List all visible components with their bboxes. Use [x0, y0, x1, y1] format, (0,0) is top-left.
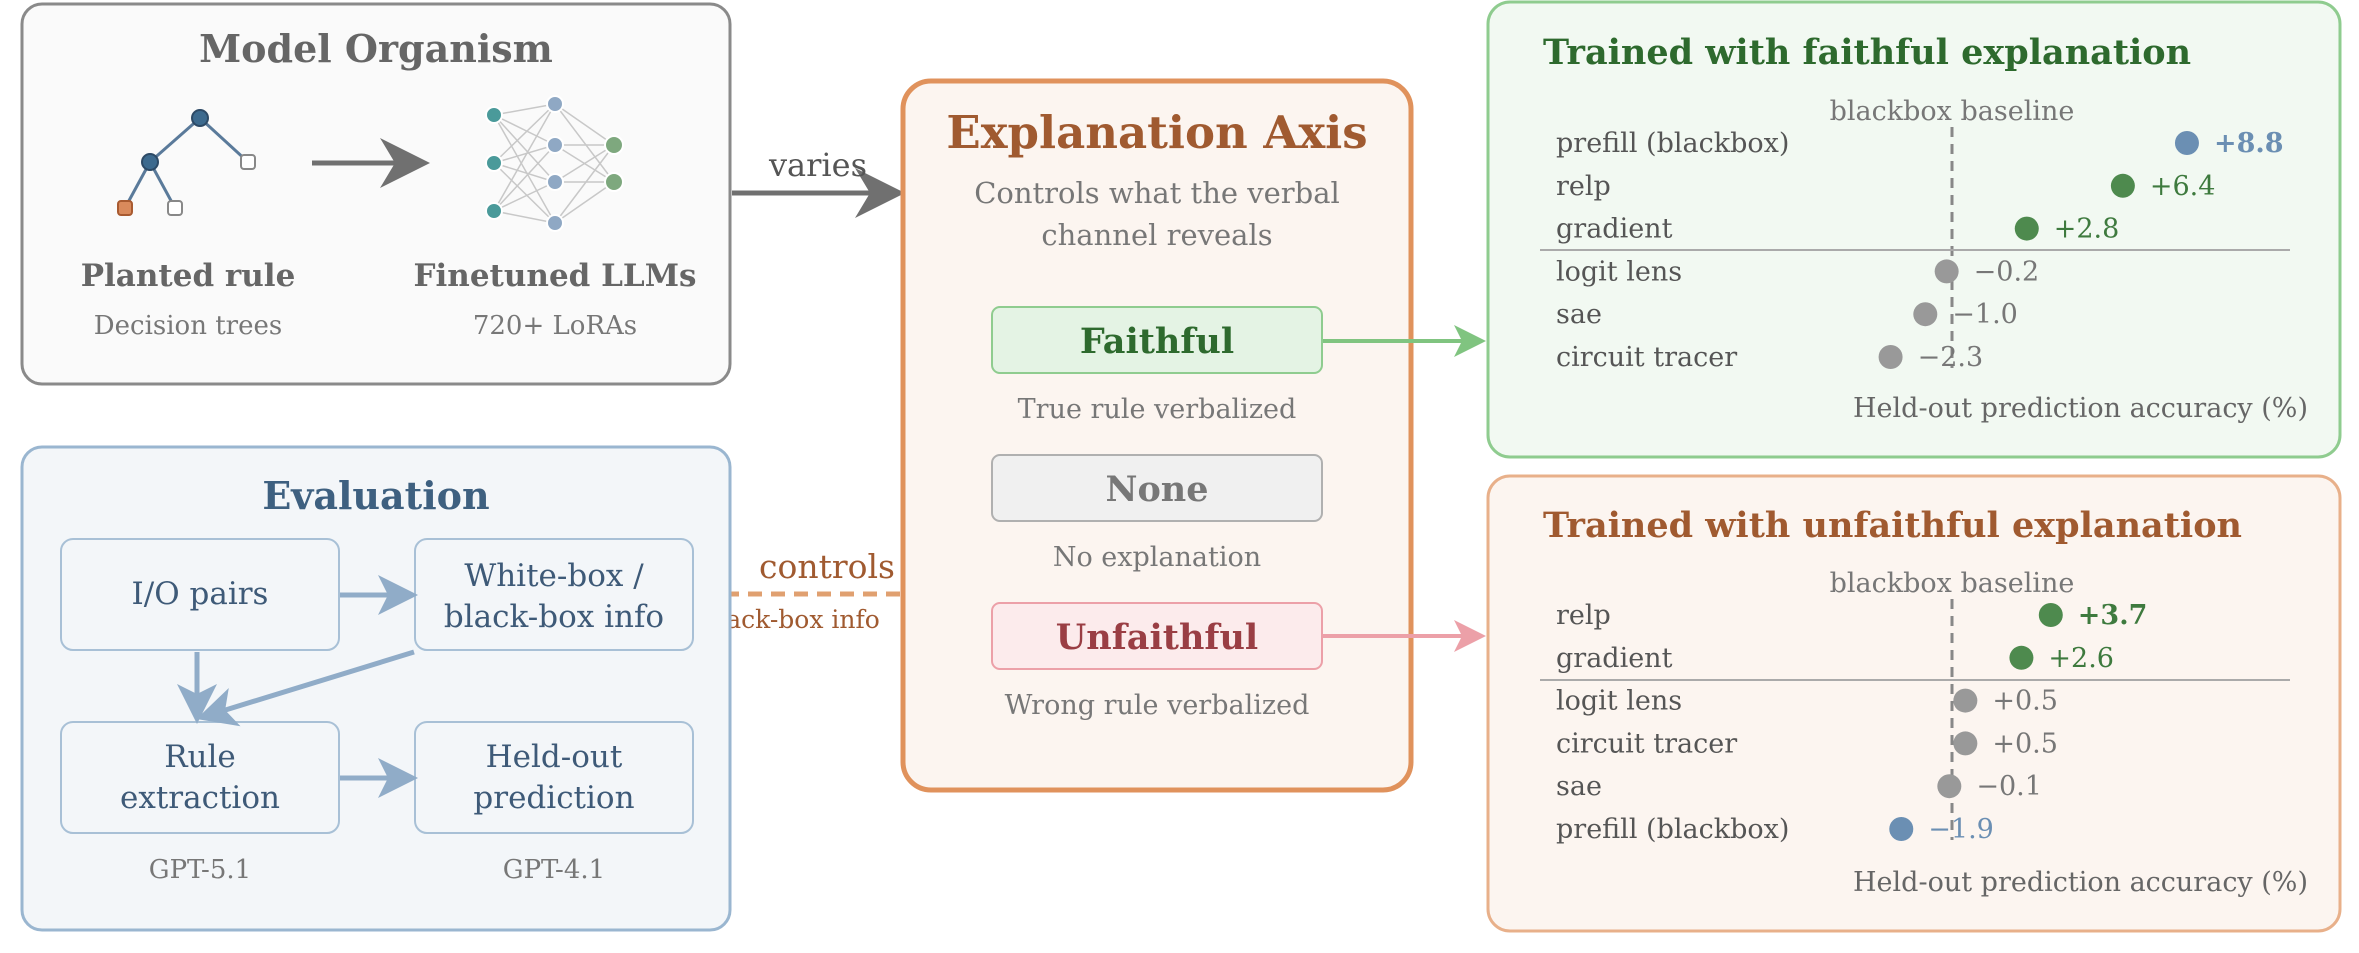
- method-label: sae: [1556, 299, 1602, 330]
- planted-rule-label: Planted rule: [81, 258, 296, 294]
- evaluation-box: [20, 445, 732, 932]
- data-point: [1889, 817, 1914, 841]
- method-label: logit lens: [1556, 256, 1682, 287]
- data-label: +8.8: [2214, 128, 2284, 159]
- faithful-xlabel: Held-out prediction accuracy (%): [1853, 393, 2308, 424]
- evaluation-title: Evaluation: [262, 473, 489, 518]
- data-point: [2174, 131, 2199, 155]
- faithful-chart-title: Trained with faithful explanation: [1543, 32, 2191, 73]
- planted-rule-sub: Decision trees: [94, 311, 282, 341]
- method-label: circuit tracer: [1556, 728, 1737, 759]
- data-point: [2110, 173, 2135, 198]
- data-label: −1.0: [1952, 299, 2018, 330]
- model-left-label: GPT-5.1: [149, 855, 251, 885]
- explanation-axis-subtitle-2: channel reveals: [1041, 218, 1272, 252]
- box-info-line2: black-box info: [444, 599, 664, 635]
- data-label: +0.5: [1992, 728, 2058, 759]
- unfaithful-baseline-label: blackbox baseline: [1830, 568, 2075, 599]
- unfaithful-option-label: Unfaithful: [1056, 617, 1258, 658]
- heldout-line2: prediction: [473, 780, 634, 816]
- data-point: [1937, 774, 1962, 799]
- model-organism-panel: Model Organism: [20, 2, 732, 386]
- method-label: circuit tracer: [1556, 342, 1737, 373]
- data-label: −1.9: [1928, 814, 1994, 845]
- decision-tree-icon: [117, 109, 256, 216]
- faithful-chart-marks: prefill (blackbox) +8.8 relp +6.4 gradient +2…: [1556, 128, 2284, 373]
- none-option-caption: No explanation: [1053, 542, 1261, 573]
- data-point: [2038, 603, 2063, 627]
- method-label: prefill (blackbox): [1556, 814, 1789, 845]
- faithful-baseline-label: blackbox baseline: [1830, 96, 2075, 127]
- rule-extraction-line2: extraction: [120, 780, 280, 816]
- data-point: [1913, 302, 1938, 327]
- method-label: relp: [1556, 600, 1611, 631]
- data-label: +2.6: [2048, 643, 2114, 674]
- data-point: [1934, 259, 1959, 284]
- data-point: [2014, 216, 2039, 241]
- unfaithful-chart-panel: Trained with unfaithful explanation blac…: [1486, 474, 2342, 933]
- none-option: [991, 454, 1323, 522]
- io-pairs-box: [60, 538, 340, 651]
- none-option-label: None: [1105, 469, 1208, 510]
- data-point: [1878, 345, 1903, 369]
- io-pairs-label: I/O pairs: [132, 576, 269, 612]
- method-label: logit lens: [1556, 686, 1682, 717]
- faithful-chart-panel: Trained with faithful explanation blackb…: [1486, 0, 2342, 459]
- model-organism-title: Model Organism: [199, 26, 553, 71]
- unfaithful-chart-box: [1486, 474, 2342, 933]
- model-right-label: GPT-4.1: [503, 855, 605, 885]
- explanation-axis-panel: Explanation Axis Controls what the verba…: [900, 78, 1414, 793]
- explanation-axis-subtitle-1: Controls what the verbal: [974, 176, 1340, 210]
- heldout-line1: Held-out: [486, 739, 623, 775]
- finetuned-llms-label: Finetuned LLMs: [414, 258, 697, 294]
- info-to-rule-arrow: [196, 649, 415, 727]
- data-label: −0.2: [1974, 256, 2040, 287]
- finetuned-llms-sub: 720+ LoRAs: [473, 311, 637, 341]
- data-label: +0.5: [1992, 686, 2058, 717]
- unfaithful-chart-title: Trained with unfaithful explanation: [1543, 505, 2242, 546]
- faithful-option-caption: True rule verbalized: [1018, 394, 1297, 425]
- unfaithful-xlabel: Held-out prediction accuracy (%): [1853, 867, 2308, 898]
- neural-network-icon: [485, 95, 624, 232]
- data-point: [1953, 688, 1978, 713]
- method-label: gradient: [1556, 214, 1673, 245]
- data-label: +6.4: [2150, 171, 2216, 202]
- method-label: gradient: [1556, 643, 1673, 674]
- data-label: −0.1: [1976, 771, 2042, 802]
- data-point: [1953, 731, 1978, 756]
- faithful-option-label: Faithful: [1080, 321, 1234, 362]
- data-label: +2.8: [2054, 214, 2120, 245]
- data-label: −2.3: [1918, 342, 1984, 373]
- faithful-option: [991, 306, 1323, 374]
- controls-sub: black-box info: [702, 605, 880, 634]
- data-point: [2009, 645, 2034, 670]
- method-label: sae: [1556, 771, 1602, 802]
- method-label: relp: [1556, 171, 1611, 202]
- faithful-chart-box: [1486, 0, 2342, 459]
- unfaithful-option-caption: Wrong rule verbalized: [1005, 690, 1310, 721]
- controls-label: controls: [759, 547, 895, 586]
- unfaithful-option: [991, 602, 1323, 670]
- evaluation-panel: Evaluation I/O pairs White-box / black-b…: [20, 445, 732, 932]
- rule-extraction-line1: Rule: [164, 739, 236, 775]
- data-label: +3.7: [2078, 600, 2148, 631]
- varies-label: varies: [768, 146, 867, 184]
- box-info-line1: White-box /: [464, 558, 644, 594]
- unfaithful-chart-marks: relp +3.7 gradient +2.6 logit lens +0.5 circui…: [1556, 600, 2147, 845]
- method-label: prefill (blackbox): [1556, 128, 1789, 159]
- explanation-axis-title: Explanation Axis: [946, 106, 1367, 159]
